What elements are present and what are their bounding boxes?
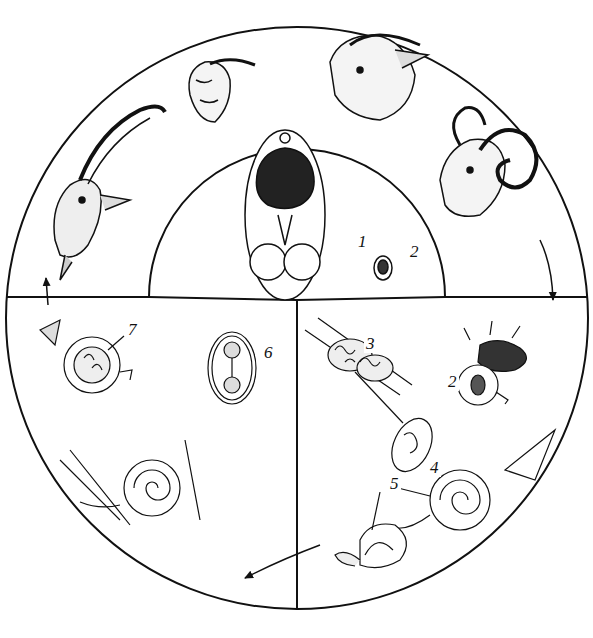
callout-number: 4 xyxy=(428,458,441,477)
callout-number: 6 xyxy=(262,343,275,362)
callout-number: 7 xyxy=(126,320,139,339)
callout-number: 2 xyxy=(408,242,421,261)
callout-number: 3 xyxy=(364,334,377,353)
callout-number: 5 xyxy=(388,474,401,493)
callout-number: 1 xyxy=(356,232,369,251)
callout-number: 2 xyxy=(446,372,459,391)
